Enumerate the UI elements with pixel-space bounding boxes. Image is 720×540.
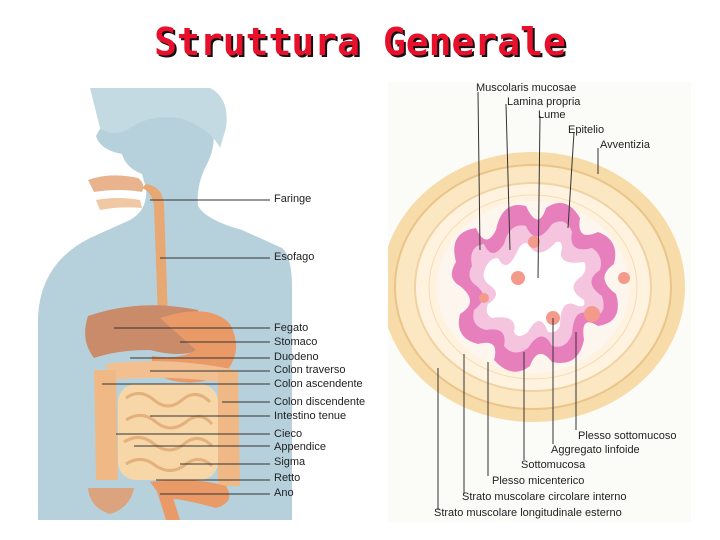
- label-stomaco: Stomaco: [274, 336, 318, 348]
- label-appendice: Appendice: [274, 441, 326, 453]
- label-aggregato-linfoide: Aggregato linfoide: [551, 444, 640, 456]
- label-retto: Retto: [274, 472, 301, 484]
- label-sottomucosa: Sottomucosa: [521, 459, 586, 471]
- label-colon-traverso: Colon traverso: [274, 364, 346, 376]
- leader-lines-left: [102, 199, 270, 495]
- label-colon-discendente: Colon discendente: [274, 396, 366, 408]
- label-colon-ascendente: Colon ascendente: [274, 378, 363, 390]
- label-lamina-propria: Lamina propria: [507, 96, 581, 108]
- digestive-system-drawing: [38, 88, 292, 520]
- label-fegato: Fegato: [274, 322, 309, 334]
- label-intestino-tenue: Intestino tenue: [274, 410, 347, 422]
- label-plesso-micenterico: Plesso micenterico: [492, 475, 585, 487]
- page-title: Struttura Generale: [154, 20, 566, 64]
- label-sigma: Sigma: [274, 456, 306, 468]
- gut-wall-cross-section: [388, 82, 691, 522]
- label-avventizia: Avventizia: [600, 139, 650, 151]
- leader-lines-top: [477, 91, 599, 279]
- cross-section-drawing: [388, 91, 685, 510]
- label-faringe: Faringe: [274, 193, 312, 205]
- label-strato-longitudinale: Strato muscolare longitudinale esterno: [434, 507, 622, 519]
- label-esofago: Esofago: [274, 251, 315, 263]
- label-epitelio: Epitelio: [568, 124, 605, 136]
- label-plesso-sottomucoso: Plesso sottomucoso: [578, 430, 677, 442]
- label-lume: Lume: [538, 109, 566, 121]
- label-ano: Ano: [274, 487, 294, 499]
- leader-lines-bottom: [437, 318, 577, 510]
- digestive-system-figure: [30, 88, 390, 520]
- label-duodeno: Duodeno: [274, 351, 319, 363]
- label-muscolaris-mucosae: Muscolaris mucosae: [476, 82, 577, 94]
- label-strato-circolare: Strato muscolare circolare interno: [462, 491, 627, 503]
- label-cieco: Cieco: [274, 428, 303, 440]
